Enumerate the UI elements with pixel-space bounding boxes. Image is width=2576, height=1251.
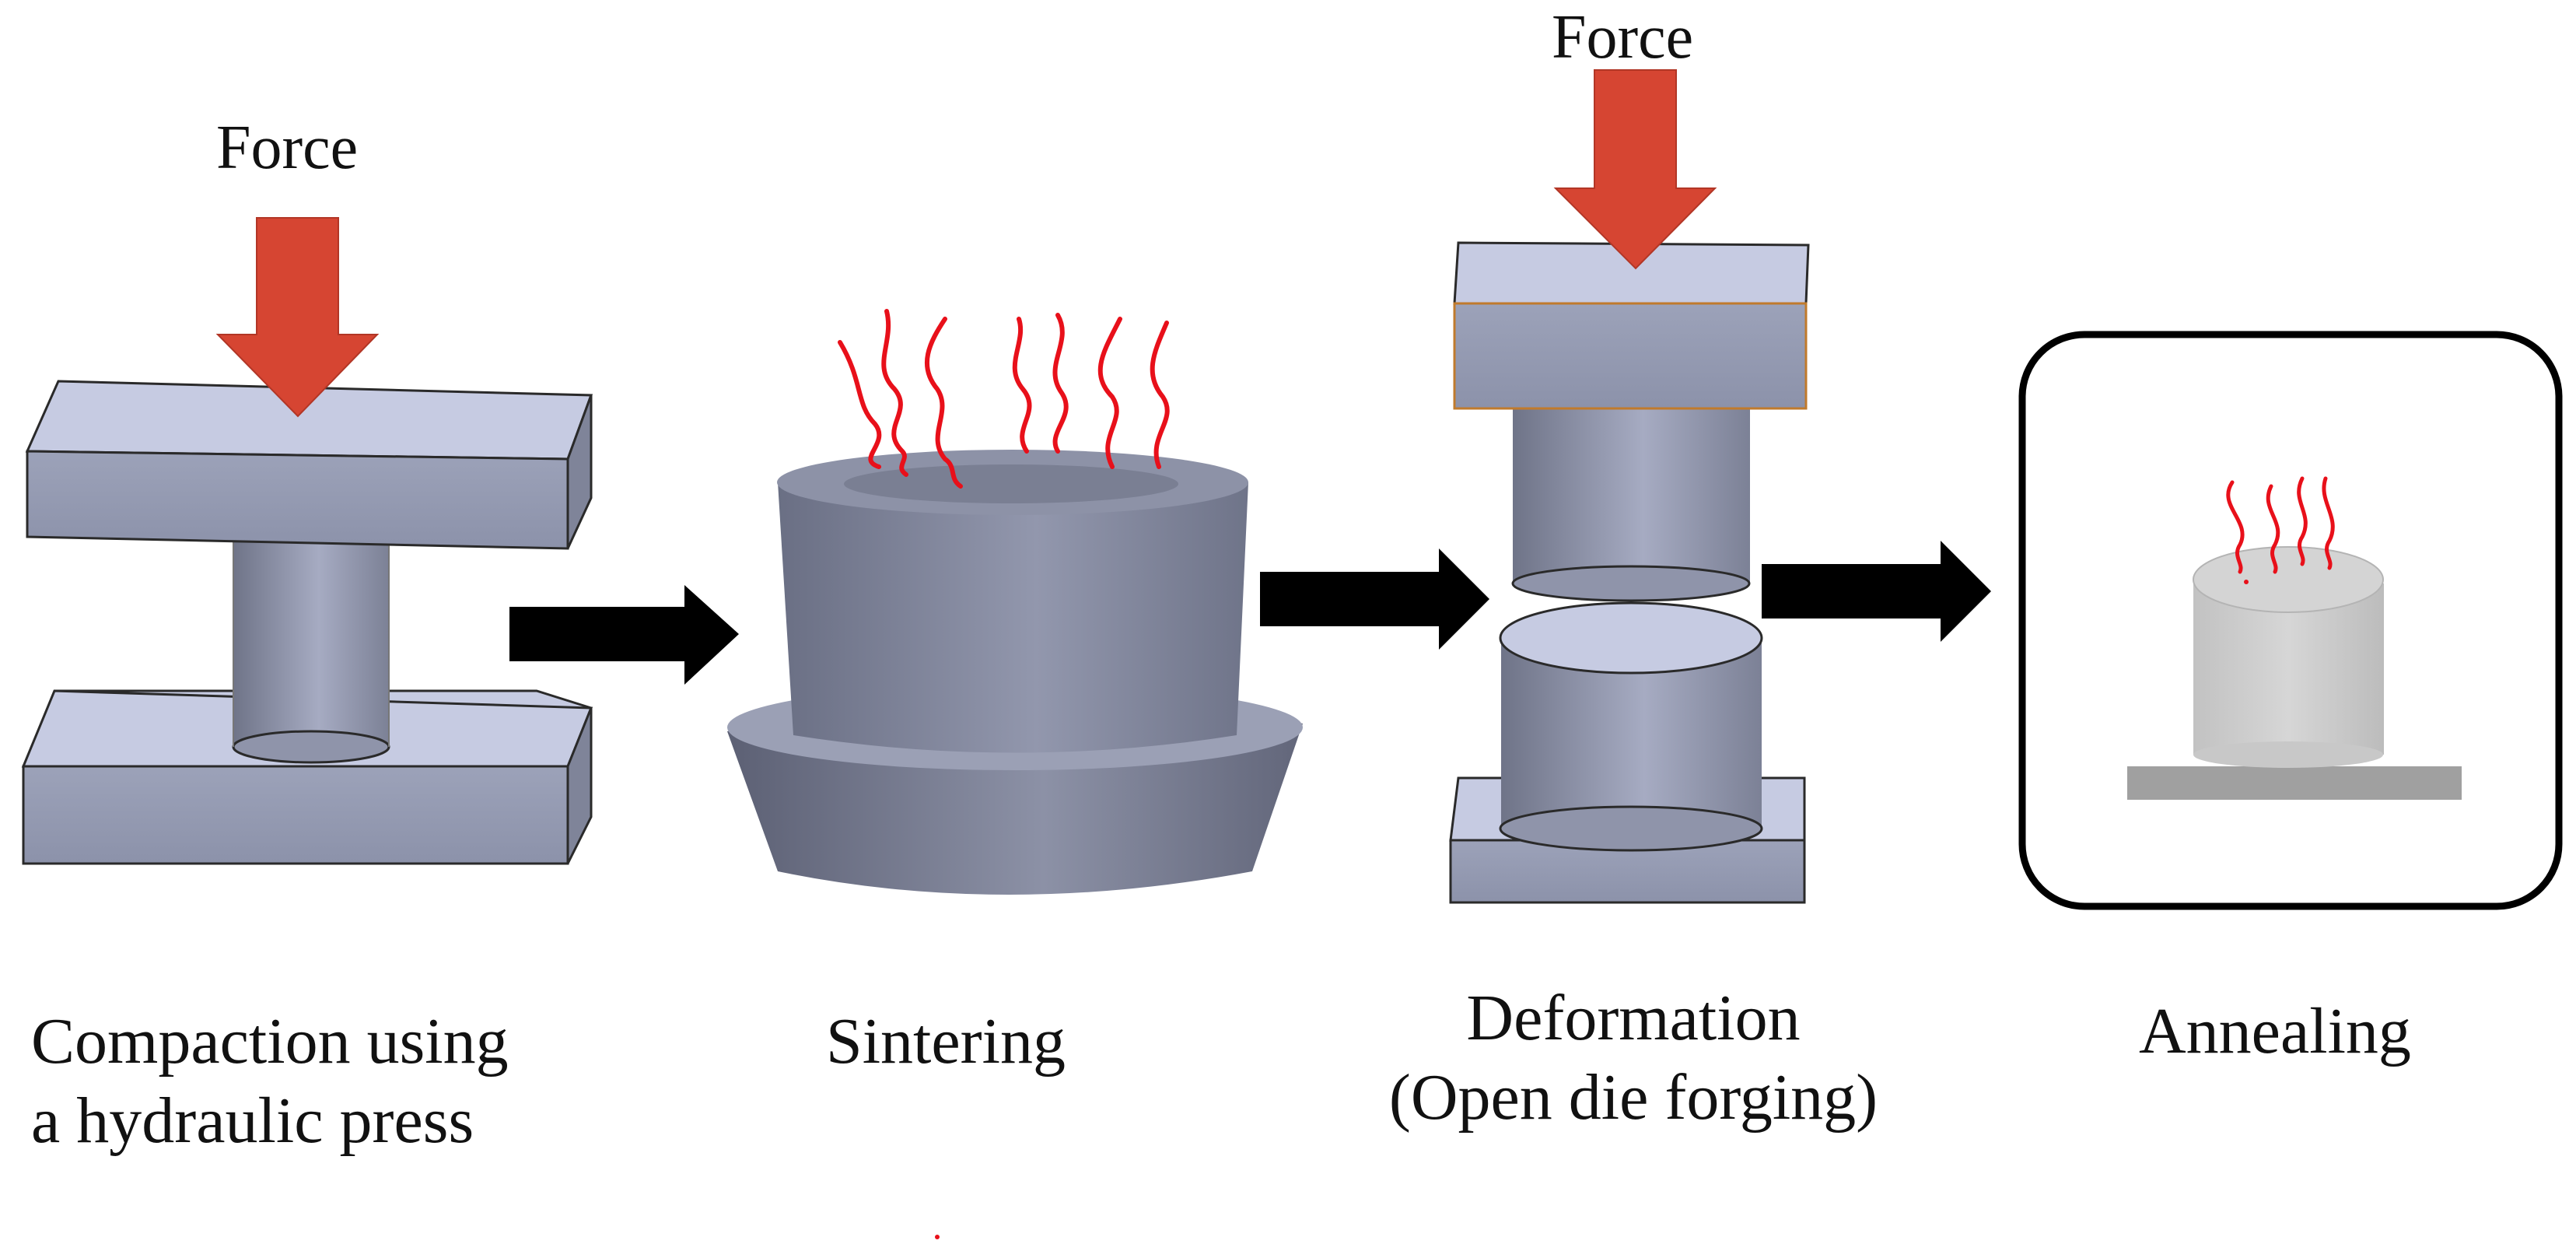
flow-arrow-2 [1260, 548, 1489, 650]
furnace-shelf [2127, 766, 2462, 800]
workpiece-top [1499, 601, 1763, 675]
step-label-deformation-line-1: Deformation [1466, 982, 1801, 1054]
annealing-heat-lines [2226, 476, 2335, 574]
forging-setup [1449, 69, 1810, 904]
step-label-compaction-line-2: a hydraulic press [31, 1085, 474, 1158]
flow-arrow-1 [509, 585, 739, 685]
bottom-plate-front-face [22, 765, 569, 865]
force-arrow-1 [215, 217, 380, 418]
compaction-column [233, 537, 389, 747]
top-plate-front-face [26, 450, 569, 550]
compaction-column-base [232, 730, 390, 764]
step-label-compaction: Compaction using a hydraulic press [31, 1002, 509, 1162]
flow-arrow-3 [1762, 541, 1991, 642]
bottom-plate-side [566, 707, 593, 864]
force-label-2: Force [1552, 3, 1694, 72]
sintering-cylinder-hole [844, 464, 1178, 503]
step-label-sintering-line-1: Sintering [826, 1005, 1066, 1078]
step-label-annealing: Annealing [2139, 992, 2411, 1071]
annealed-part-top [2193, 546, 2384, 613]
upper-die-body [1513, 405, 1750, 583]
forging-top-plate-front [1453, 302, 1808, 410]
step-label-deformation-line-2: (Open die forging) [1388, 1061, 1878, 1134]
step-label-compaction-line-1: Compaction using [31, 1005, 509, 1078]
annealed-part-bottom [2193, 741, 2383, 768]
force-arrow-2 [1553, 69, 1717, 270]
step-label-sintering: Sintering [826, 1002, 1066, 1081]
force-label-1: Force [216, 114, 359, 182]
upper-die-bottom [1511, 565, 1751, 602]
sintering-heat-lines [838, 309, 1170, 489]
compaction-press [21, 217, 593, 865]
sintering-furnace-part [727, 309, 1303, 895]
annealing-furnace [2018, 331, 2563, 910]
step-label-deformation: Deformation (Open die forging) [1361, 979, 1906, 1138]
sintering-cylinder-body [778, 482, 1248, 753]
workpiece-bottom [1499, 805, 1763, 852]
top-plate-side [566, 394, 593, 549]
step-label-annealing-line-1: Annealing [2139, 995, 2411, 1067]
